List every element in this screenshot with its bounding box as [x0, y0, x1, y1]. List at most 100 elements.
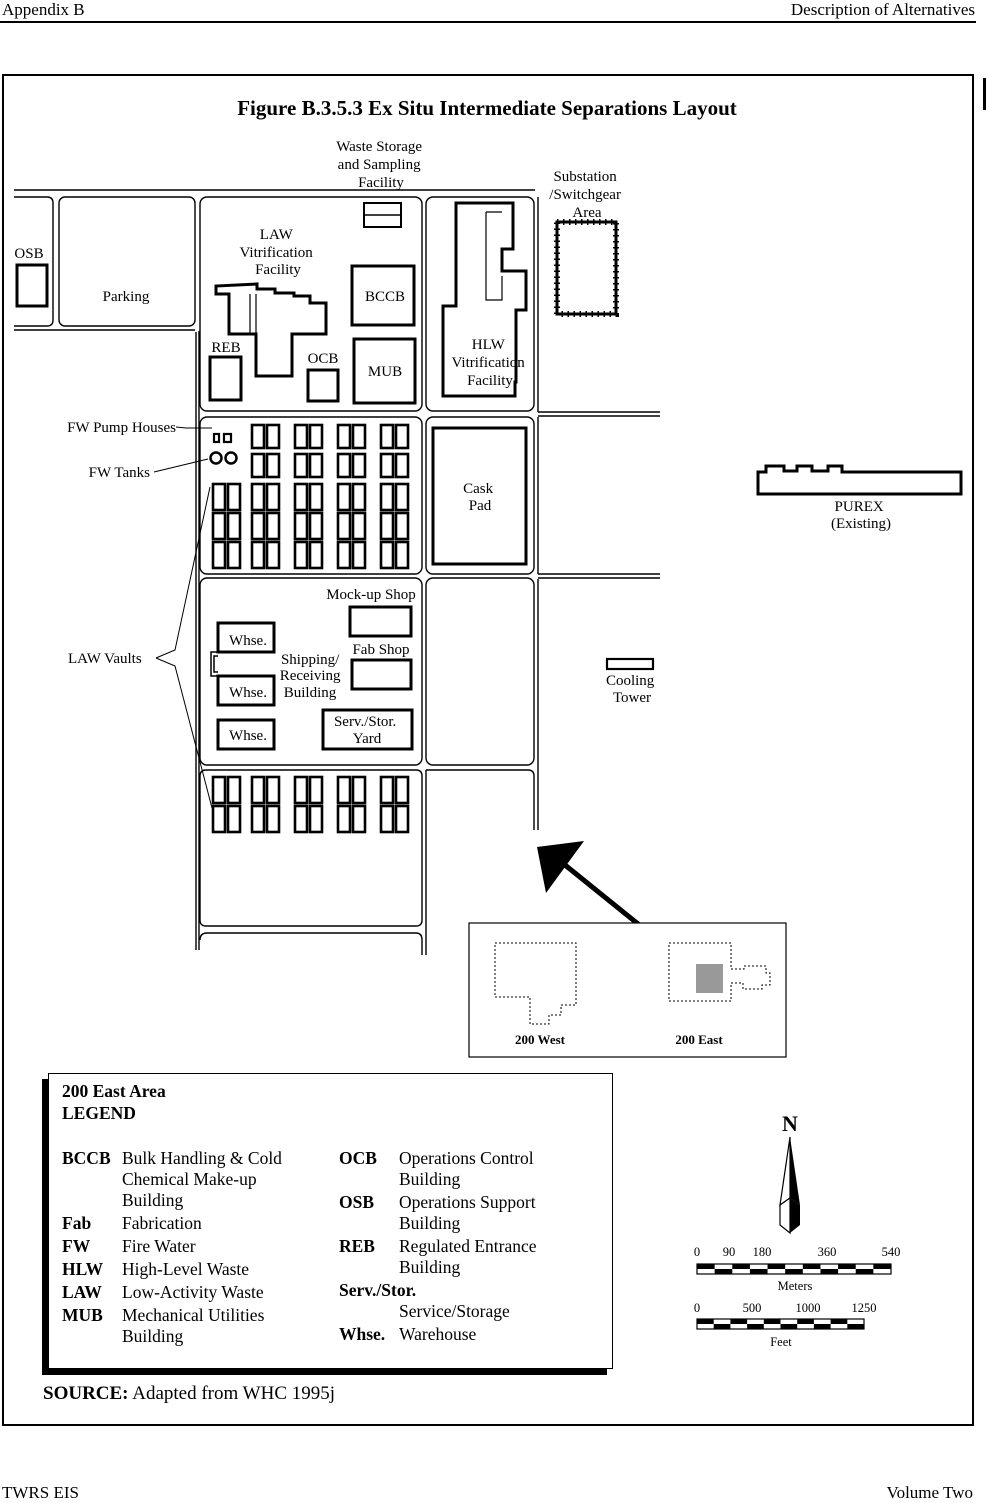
ocb-label: OCB [308, 351, 339, 367]
law-vault-cell [250, 540, 266, 570]
shipping-receiving-label: Shipping/ Receiving Building [280, 652, 345, 701]
north-letter: N [782, 1111, 798, 1136]
legend-definition: Fabrication [122, 1213, 202, 1233]
figure-frame [2, 74, 974, 1426]
legend-definition: Low-Activity Waste [122, 1282, 264, 1302]
north-arrow: N [779, 1111, 800, 1235]
law-vault-cell [250, 423, 266, 450]
law-vault-cell [250, 482, 266, 512]
law-vault-cell [351, 452, 367, 479]
whse-label: Whse. [229, 728, 267, 744]
legend-subtitle: LEGEND [62, 1103, 136, 1123]
mub-label: MUB [368, 364, 402, 380]
scale-tick-label: 180 [753, 1245, 772, 1259]
page-footer-left: TWRS EIS [2, 1483, 79, 1502]
osb-label: OSB [14, 246, 43, 262]
scale-feet-label: Feet [770, 1335, 792, 1349]
law-vault-cell [226, 511, 242, 541]
scale-tick-label: 500 [743, 1301, 762, 1315]
bccb-label: BCCB [365, 289, 405, 305]
law-vault-cell [351, 423, 367, 450]
scale-bar-segment [780, 1324, 798, 1329]
legend-definition: High-Level Waste [122, 1259, 250, 1279]
legend-definition: Building [399, 1169, 461, 1189]
law-vault-cell [308, 452, 324, 479]
scale-tick-label: 90 [723, 1245, 736, 1259]
law-vault-cell [265, 540, 281, 570]
law-vault-cell [211, 482, 227, 512]
law-vault-cell [394, 775, 410, 805]
mub-building [352, 337, 417, 405]
legend-abbr: REB [339, 1236, 375, 1256]
revision-bar [983, 78, 986, 110]
law-vault-cell [379, 804, 395, 834]
reb-label: REB [211, 340, 240, 356]
law-vault-cell [250, 511, 266, 541]
scale-bar-segment [813, 1324, 831, 1329]
buildings [15, 201, 963, 751]
law-vault-cell [250, 775, 266, 805]
legend-abbr: Whse. [339, 1324, 386, 1344]
cask-pad-label: Cask Pad [463, 481, 497, 514]
source-note: SOURCE: Adapted from WHC 1995j [43, 1383, 336, 1404]
law-vault-cell [265, 423, 281, 450]
law-vault-cell [211, 540, 227, 570]
whse-label: Whse. [229, 633, 267, 649]
legend-definition: Building [122, 1326, 184, 1346]
scale-bar-segment [802, 1264, 821, 1269]
legend-abbr: Serv./Stor. [339, 1280, 417, 1300]
legend-definition: Building [399, 1213, 461, 1233]
law-vault-cell [336, 540, 352, 570]
cooling-tower [605, 657, 655, 671]
scale-bar-segment [697, 1264, 715, 1269]
fw-pump-house [212, 432, 221, 444]
header-rule [0, 21, 976, 23]
whse-middle [216, 674, 276, 707]
page-header-left: Appendix B [2, 0, 85, 19]
fab-shop [350, 658, 413, 691]
scale-bar-segment [713, 1324, 731, 1329]
scale-bar-segment [855, 1269, 874, 1274]
legend-abbr: Fab [62, 1213, 92, 1233]
law-vault-cell [308, 775, 324, 805]
hlw-vit-building [441, 201, 528, 398]
law-vault-cell [226, 775, 242, 805]
law-vit-building [214, 282, 328, 378]
legend-definition: Service/Storage [399, 1301, 510, 1321]
legend-definition: Warehouse [399, 1324, 477, 1344]
law-vault-cell [336, 775, 352, 805]
legend-definition: Regulated Entrance [399, 1236, 537, 1256]
leader-lines [153, 426, 213, 809]
law-vault-cell [379, 775, 395, 805]
legend-abbr: LAW [62, 1282, 102, 1302]
serv-stor-label: Serv./Stor. Yard [334, 714, 400, 747]
scale-bar-segment [830, 1319, 848, 1324]
law-vault-cell [351, 482, 367, 512]
legend-title: 200 East Area [62, 1081, 166, 1101]
hlw-vit-label: HLW Vitrification Facility [452, 337, 529, 389]
law-vaults-label: LAW Vaults [68, 651, 142, 667]
law-vault-cell [351, 540, 367, 570]
legend-definition: Chemical Make-up [122, 1169, 257, 1189]
law-vault-cell [351, 511, 367, 541]
law-vault-cell [394, 540, 410, 570]
law-vault-cell [250, 804, 266, 834]
page-header-right: Description of Alternatives [790, 0, 975, 19]
scale-bar-segment [714, 1269, 733, 1274]
law-vault-cell [308, 511, 324, 541]
law-vault-cell [211, 775, 227, 805]
cooling-tower-label: Cooling Tower [606, 673, 658, 706]
fw-pump-houses-label: FW Pump Houses [67, 420, 176, 436]
legend-abbr: OSB [339, 1192, 375, 1212]
law-vault-cell [379, 511, 395, 541]
law-vault-cell [336, 482, 352, 512]
legend-definition: Building [122, 1190, 184, 1210]
reb-building [208, 355, 243, 402]
mockup-shop-label: Mock-up Shop [326, 587, 416, 603]
whse-lower [216, 718, 276, 751]
legend-abbr: BCCB [62, 1148, 111, 1168]
purex-label: PUREX (Existing) [831, 499, 891, 532]
inset-200-east-label: 200 East [675, 1032, 723, 1047]
law-vault-cell [265, 804, 281, 834]
